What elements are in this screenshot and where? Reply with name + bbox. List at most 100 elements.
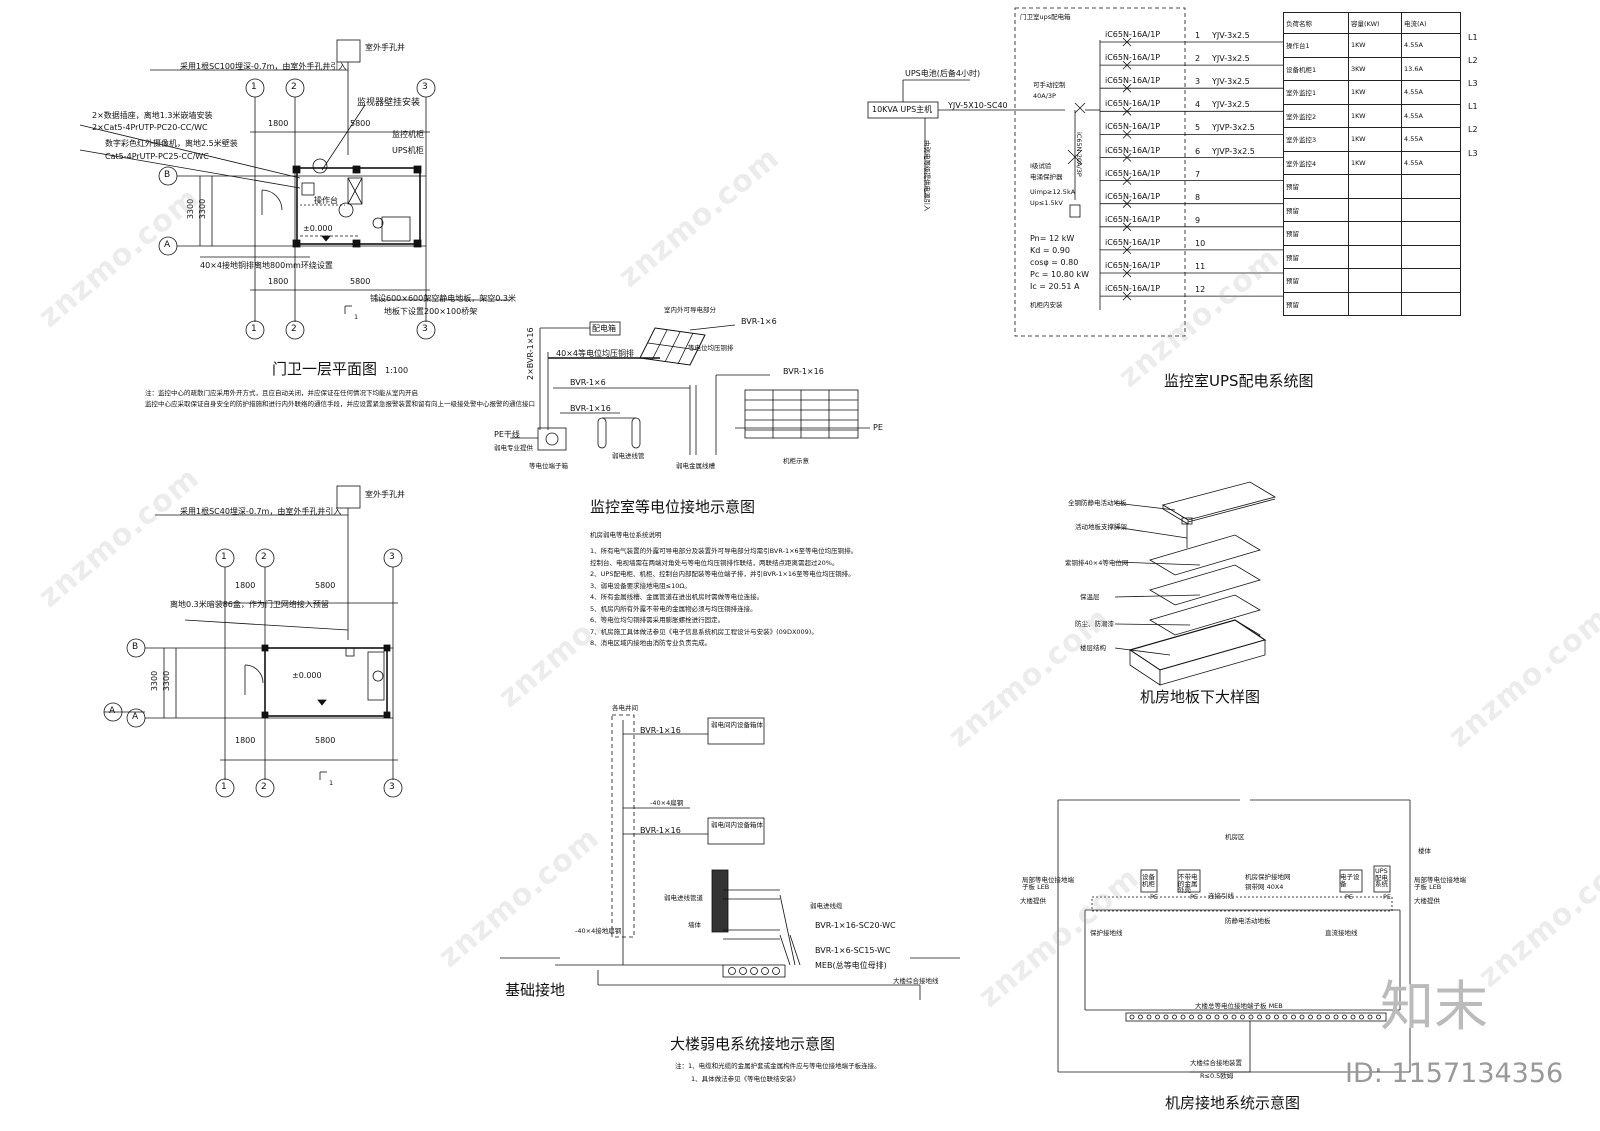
ups-table-row: 预留 <box>1283 221 1461 246</box>
equip-note-line: 1、所有电气装置的外露可导电部分及装置外可导电部分均需引BVR-1×6至等电位均… <box>590 547 858 555</box>
ups-param-kd: Kd = 0.90 <box>1030 246 1070 255</box>
plan1-data-note: 2×数据插座，离地1.3米嵌墙安装 <box>92 111 213 120</box>
room-bus2-label: 铜带网 40X4 <box>1245 883 1284 891</box>
plan2-section-mark: 1 <box>329 779 334 787</box>
building-grounding-diagram <box>500 714 960 1000</box>
meb-hole <box>1367 1014 1373 1020</box>
ups-breaker-symbol <box>1122 107 1132 116</box>
ups-breaker-label: iC65N-16A/1P <box>1105 76 1161 86</box>
equip-cable-label: 弱电进线管 <box>612 452 645 460</box>
bldg-c2-label: BVR-1×6-SC15-WC <box>815 946 891 955</box>
plan1-camera-note: 数字彩色红外摄像机，离地2.5米壁装 <box>105 139 238 148</box>
plan1-scale: 1:100 <box>385 366 409 375</box>
plan1-elevation: ±0.000 <box>303 224 333 233</box>
meb-hole <box>1138 1014 1143 1020</box>
ups-circuit-no: 12 <box>1195 285 1206 295</box>
bldg-meb-label: MEB(总等电位母排) <box>815 961 887 970</box>
ups-breaker-label: iC65N-16A/1P <box>1105 284 1161 294</box>
bldg-box2-label: 弱电间内设备箱体 <box>711 821 763 829</box>
room-leb-left: 局部等电位接地端子板 LEB <box>1022 876 1074 891</box>
room-r-label: R≤0.5欧姆 <box>1200 1072 1234 1080</box>
room-pe-4: PE <box>1383 893 1392 901</box>
plan1-axis-2-bottom: 2 <box>291 324 297 334</box>
plan2-elevation: ±0.000 <box>292 671 322 680</box>
equip-panel-label: 配电箱 <box>592 324 616 333</box>
ups-load-name: 预留 <box>1283 174 1349 199</box>
equip-pe-line2: 弱电专业提供 <box>494 444 533 452</box>
plan1-data-cable: 2×Cat5-4PrUTP-PC20-CC/WC <box>92 123 208 132</box>
equip-note-line: 控制台、电视墙需在两端对角处与等电位均压铜排作联结，两联结点距离需超过20%。 <box>590 558 839 567</box>
bldg-meb-hole <box>739 967 747 975</box>
ups-load-capacity <box>1348 291 1402 316</box>
ups-switch-label: 可手动控制 <box>1033 81 1066 89</box>
ups-load-capacity <box>1348 268 1402 293</box>
bldg-c1-label: BVR-1×16-SC20-WC <box>815 921 896 930</box>
plan1-axis-A: A <box>164 240 171 250</box>
ups-circuit-no: 8 <box>1195 192 1201 202</box>
ups-circuit-no: 6 <box>1195 146 1201 156</box>
plan1-conduit-note: 采用1根SC100埋深-0.7m，由室外手孔井引入 <box>180 62 347 71</box>
floor-layer-1: 全钢防静电活动地板 <box>1068 499 1127 507</box>
ups-load-name: 预留 <box>1283 197 1349 222</box>
ups-load-capacity: 1KW <box>1348 150 1402 175</box>
ups-table-row: 预留 <box>1283 291 1461 316</box>
meb-hole <box>1248 1014 1254 1020</box>
plan1-dim-5800: 5800 <box>350 119 371 128</box>
ups-load-current <box>1401 291 1461 316</box>
ups-breaker-symbol <box>1122 37 1132 47</box>
plan1-axis-1-bottom: 1 <box>251 324 257 334</box>
floor-layer-5: 防尘、防潮漆 <box>1075 620 1114 628</box>
bldg-flat-label: -40×4扁钢 <box>650 799 684 807</box>
plan2-dim-5800-bottom: 5800 <box>315 736 336 745</box>
equip-bus2-label: 等电位均压铜排 <box>688 344 734 352</box>
meb-hole <box>1274 1014 1279 1020</box>
bldg-wire1: BVR-1×16 <box>640 726 681 735</box>
ups-circuit-no: 2 <box>1195 54 1201 64</box>
meb-hole <box>1223 1014 1228 1020</box>
room-title: 机房接地系统示意图 <box>1165 1094 1301 1112</box>
ups-breaker-label: iC65N-16A/1P <box>1105 145 1161 155</box>
ups-breaker-symbol <box>1122 199 1132 208</box>
ups-load-current: 13.6A <box>1401 56 1461 81</box>
ups-breaker-symbol <box>1122 245 1132 255</box>
ups-breaker-symbol <box>1122 130 1132 139</box>
ups-load-name: 操作台1 <box>1283 33 1349 58</box>
plan1-monitor-note: 监视器壁挂安装 <box>357 98 421 108</box>
ups-circuit-no: 5 <box>1195 123 1201 133</box>
bldg-ext-label: 大楼综合接地线 <box>893 977 939 985</box>
plan1-floor-plan <box>79 39 510 340</box>
ups-breaker-symbol <box>1122 291 1132 301</box>
ups-box-label: 门卫室ups配电箱 <box>1020 13 1071 21</box>
meb-hole <box>1299 1014 1305 1020</box>
meb-hole <box>1316 1014 1322 1020</box>
head-cur: 电流(A) <box>1401 12 1461 34</box>
ups-feed-cable: YJV-5X10-SC40 <box>948 101 1008 110</box>
room-floor-label: 防静电活动地板 <box>1225 917 1271 925</box>
ups-load-current: 4.55A <box>1401 80 1461 105</box>
bldg-base-label: 基础接地 <box>505 981 566 999</box>
bldg-wall-label: 墙体 <box>688 921 701 929</box>
equip-note-line: 3、弱电设备要求接地电阻≤10Ω。 <box>590 581 691 590</box>
equip-tray-label: 弱电金属线槽 <box>676 462 715 470</box>
room-device-2: 不带电的金属外壳 <box>1178 873 1198 894</box>
ups-phase: L2 <box>1468 125 1478 135</box>
plan1-floor-note: 铺设600×600架空静电地板，架空0.3米 <box>370 294 516 303</box>
meb-hole <box>1129 1014 1135 1020</box>
ups-load-name: 室外监控1 <box>1283 80 1349 105</box>
room-dev-label: 大楼综合接地装置 <box>1190 1059 1242 1067</box>
bldg-note-2: 1、具体做法参见《等电位联结安装》 <box>691 1075 800 1083</box>
ups-breaker-symbol <box>1122 268 1132 278</box>
room-bus-label: 机房保护接地网 <box>1245 873 1291 881</box>
floor-title: 机房地板下大样图 <box>1140 688 1261 706</box>
brand-logo: 知末 <box>1380 975 1488 1038</box>
equip-note-line: 8、消电区域内接地由消防专业负责完成。 <box>590 639 712 647</box>
plan1-dim-1800: 1800 <box>268 119 289 128</box>
ups-breaker-label: iC65N-16A/1P <box>1105 30 1161 39</box>
equip-note-line: 4、所有金属线槽、金属管道在进出机房时需做等电位连接。 <box>590 593 764 601</box>
equip-bus-label: 40×4等电位均压铜排 <box>556 349 634 358</box>
ups-phase: L3 <box>1468 79 1478 89</box>
plan2-floor-plan <box>103 485 403 798</box>
meb-hole <box>1172 1014 1177 1020</box>
